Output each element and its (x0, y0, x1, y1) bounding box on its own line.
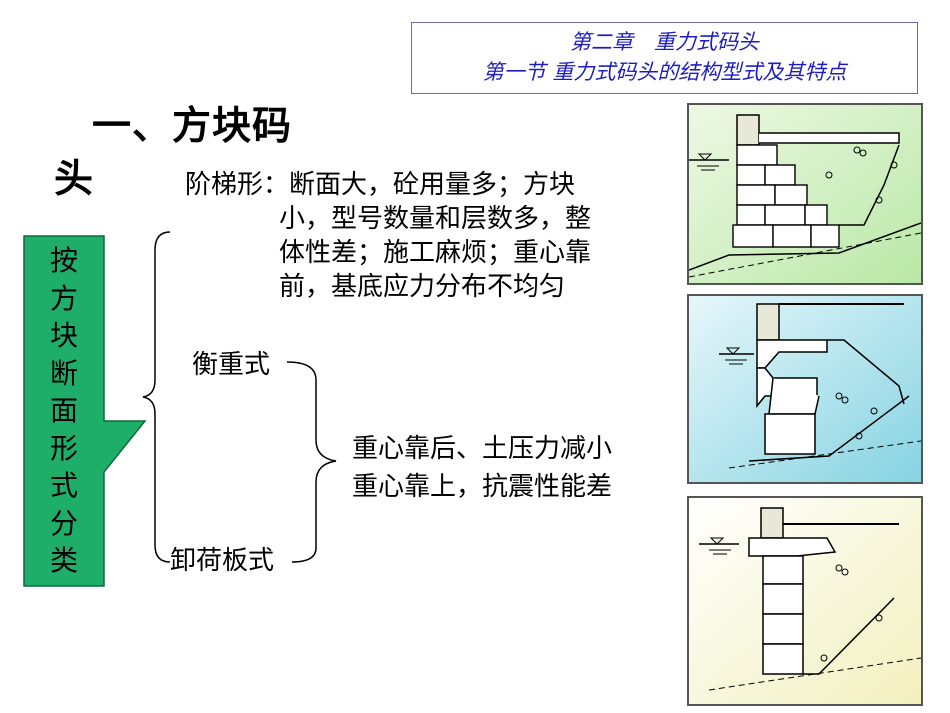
relief-slab-type: 卸荷板式 (170, 546, 275, 576)
chapter-title: 第二章 重力式码头 (570, 30, 759, 54)
shared-note-line1: 重心靠后、土压力减小 (352, 434, 613, 464)
stepped-quay-figure (687, 103, 923, 285)
main-title: 一、方块码 (92, 104, 293, 149)
main-title-continuation: 头 (54, 157, 94, 202)
stepped-type-description: 阶梯形：断面大，砼用量多；方块 小，型号数量和层数多，整 体性差；施工麻烦；重心… (185, 170, 592, 302)
counterweight-type: 衡重式 (192, 350, 271, 380)
chapter-header: 第二章 重力式码头 第一节 重力式码头的结构型式及其特点 (411, 22, 918, 94)
section-title: 第一节 重力式码头的结构型式及其特点 (482, 60, 847, 84)
classification-label: 按 方 块 断 面 形 式 分 类 (49, 244, 78, 578)
right-brace (286, 361, 337, 563)
left-brace (142, 231, 171, 563)
relief-slab-quay-figure (687, 496, 923, 706)
shared-note-line2: 重心靠上，抗震性能差 (352, 472, 613, 502)
counterweight-quay-figure (687, 294, 923, 484)
callout-shape (23, 235, 147, 587)
